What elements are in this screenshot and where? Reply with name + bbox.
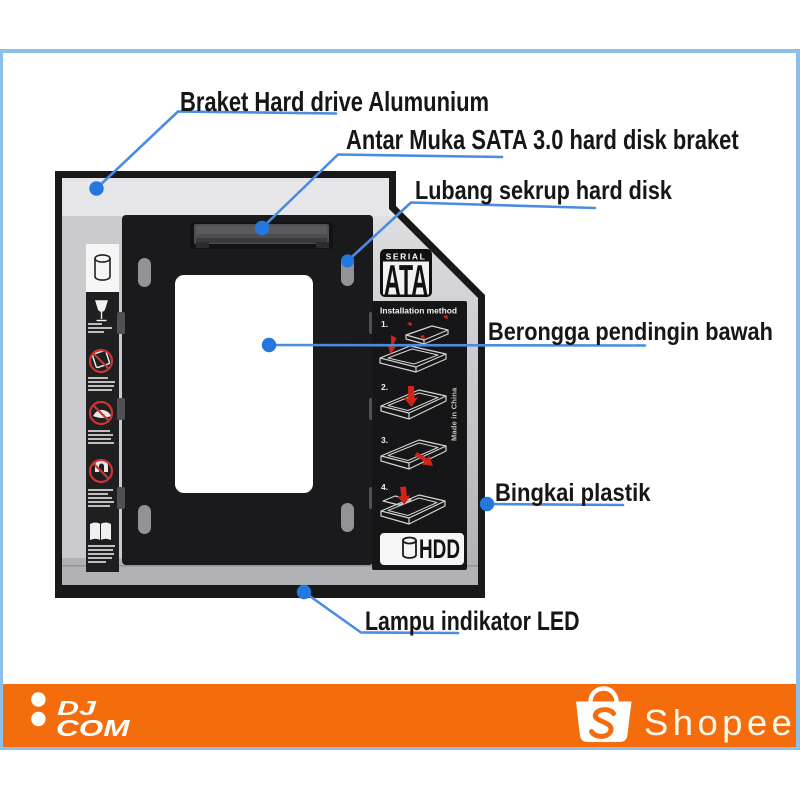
svg-text:Installation method: Installation method	[380, 306, 457, 316]
svg-text:ATA: ATA	[384, 257, 428, 305]
svg-text:Made in China: Made in China	[450, 387, 459, 441]
svg-text:2.: 2.	[381, 382, 388, 392]
svg-text:4.: 4.	[381, 482, 388, 492]
svg-text:3.: 3.	[381, 435, 388, 445]
svg-text:1.: 1.	[381, 319, 388, 329]
svg-text:HDD: HDD	[419, 534, 460, 564]
svg-text:SERIAL: SERIAL	[386, 252, 427, 262]
